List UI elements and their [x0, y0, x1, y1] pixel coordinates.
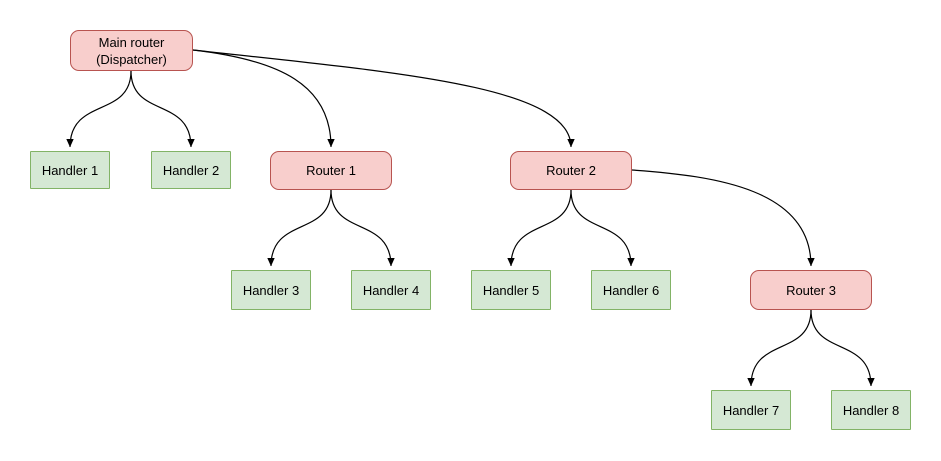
router-3-label: Router 3 [786, 282, 836, 298]
edge-router-2-to-router-3 [631, 169, 815, 267]
handler-4-label: Handler 4 [362, 282, 420, 298]
node-handler-5: Handler 5 [471, 270, 551, 310]
handler-5-label: Handler 5 [482, 282, 540, 298]
node-handler-3: Handler 3 [231, 270, 311, 310]
node-main-router: Main router (Dispatcher) [70, 30, 193, 71]
handler-7-label: Handler 7 [722, 402, 780, 418]
handler-3-label: Handler 3 [242, 282, 300, 298]
node-handler-6: Handler 6 [591, 270, 671, 310]
handler-8-label: Handler 8 [842, 402, 900, 418]
edge-router-2-to-handler-5 [507, 189, 572, 267]
node-router-2: Router 2 [510, 151, 632, 190]
edge-main-router-to-router-2 [192, 49, 575, 148]
main-router-label-line-1: Main router [98, 34, 165, 50]
edge-main-router-to-handler-1 [66, 70, 132, 148]
router-1-label: Router 1 [306, 163, 356, 178]
edge-main-router-to-router-1 [192, 49, 335, 148]
edge-router-3-to-handler-8 [810, 309, 875, 387]
edge-router-2-to-handler-6 [570, 189, 635, 267]
edge-router-1-to-handler-3 [267, 189, 332, 267]
edge-main-router-to-handler-2 [130, 70, 195, 148]
router-2-label: Router 2 [546, 163, 596, 178]
node-router-1: Router 1 [270, 151, 392, 190]
node-handler-2: Handler 2 [151, 151, 231, 189]
edge-router-1-to-handler-4 [330, 189, 395, 267]
node-router-3: Router 3 [750, 270, 872, 310]
handler-6-label: Handler 6 [602, 282, 660, 298]
node-handler-1: Handler 1 [30, 151, 110, 189]
edge-router-3-to-handler-7 [747, 309, 812, 387]
main-router-label-line-2: (Dispatcher) [96, 51, 167, 67]
node-handler-7: Handler 7 [711, 390, 791, 430]
handler-1-label: Handler 1 [41, 162, 99, 178]
node-handler-4: Handler 4 [351, 270, 431, 310]
handler-2-label: Handler 2 [162, 162, 220, 178]
node-handler-8: Handler 8 [831, 390, 911, 430]
